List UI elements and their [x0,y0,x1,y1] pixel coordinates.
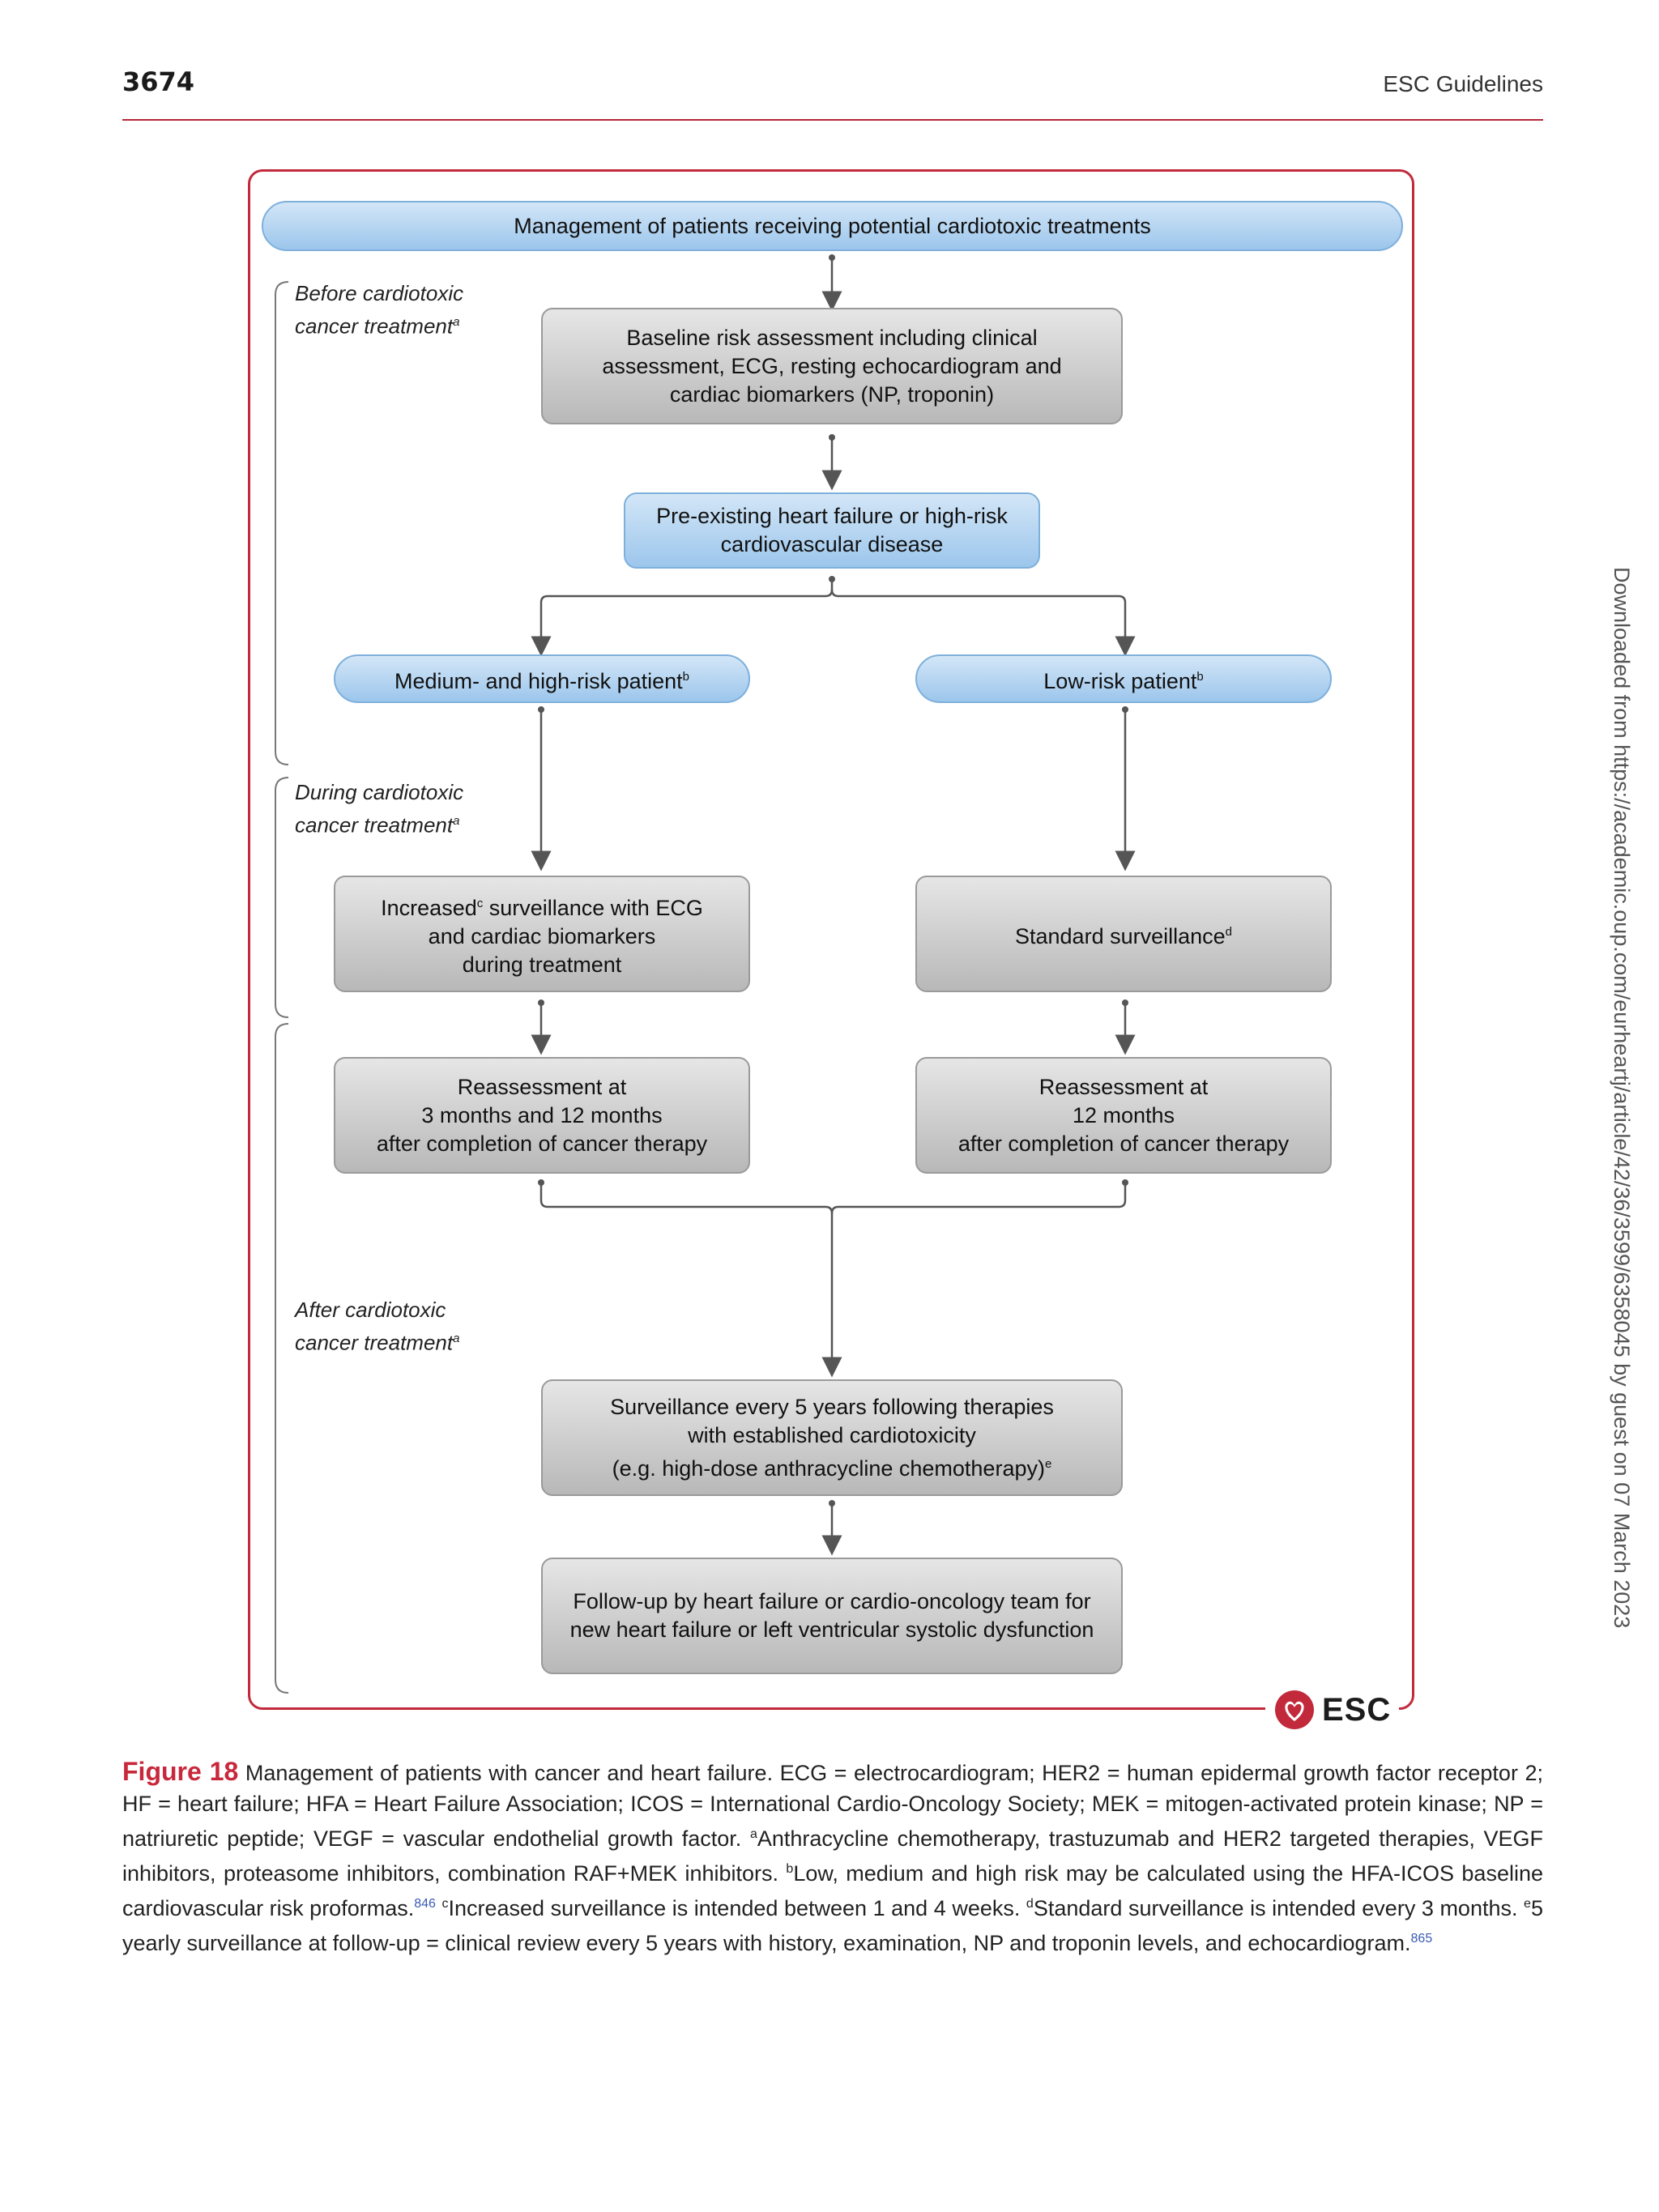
bracket-before [275,281,289,765]
figure-caption: Figure 18 Management of patients with ca… [122,1757,1544,1955]
figure-frame [248,169,1414,1710]
merge-connector [539,1183,842,1378]
low-risk-box: Low-risk patientb [915,654,1332,703]
phase-after-label: After cardiotoxic cancer treatmenta [295,1298,460,1355]
split-connector [531,579,834,657]
esc-logo: ESC [1265,1685,1400,1735]
heart-logo-icon [1275,1690,1314,1729]
bracket-after [275,1023,289,1694]
increased-surveillance-box: Increasedc surveillance with ECG and car… [334,876,750,992]
followup-box: Follow-up by heart failure or cardio-onc… [541,1558,1123,1674]
surveillance-5-years-box: Surveillance every 5 years following the… [541,1379,1123,1496]
journal-name: ESC Guidelines [1383,71,1543,96]
reference-link[interactable]: 846 [414,1897,436,1911]
preexisting-hf-box: Pre-existing heart failure or high-risk … [624,492,1040,569]
phase-before-label: Before cardiotoxic cancer treatmenta [295,281,464,339]
reassessment-right-box: Reassessment at 12 months after completi… [915,1057,1332,1174]
esc-logo-text: ESC [1322,1691,1392,1728]
bracket-during [275,777,289,1018]
download-watermark: Downloaded from https://academic.oup.com… [1610,567,1634,1629]
reassessment-left-box: Reassessment at 3 months and 12 months a… [334,1057,750,1174]
figure-label: Figure 18 [122,1757,239,1786]
medium-high-risk-box: Medium- and high-risk patientb [334,654,750,703]
reference-link[interactable]: 865 [1410,1932,1433,1946]
flowchart-title: Management of patients receiving potenti… [262,201,1403,251]
phase-during-label: During cardiotoxic cancer treatmenta [295,780,464,837]
baseline-assessment-box: Baseline risk assessment including clini… [541,308,1123,424]
page-number: 3674 [122,66,195,97]
header-rule [122,119,1543,121]
standard-surveillance-box: Standard surveillanced [915,876,1332,992]
